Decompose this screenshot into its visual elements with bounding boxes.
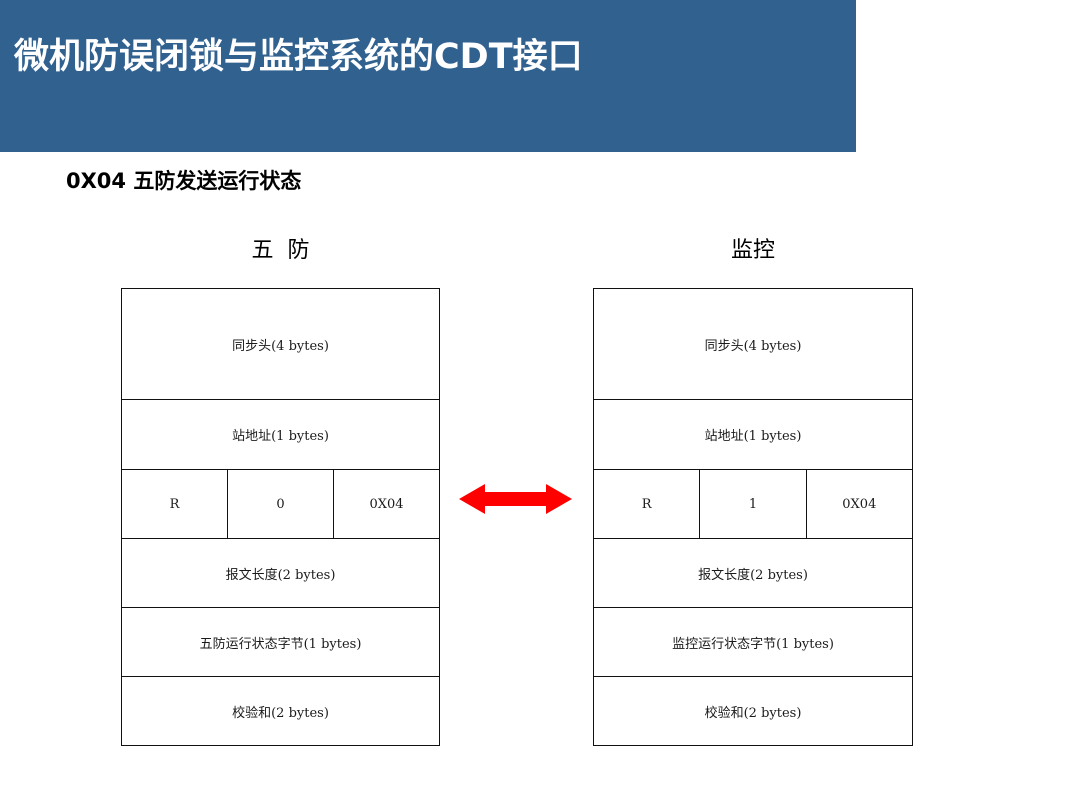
right-field-function-code: 0X04 — [805, 469, 914, 539]
table-row: 站地址(1 bytes) — [121, 399, 440, 470]
table-row: 报文长度(2 bytes) — [593, 538, 913, 608]
left-field-status-byte: 五防运行状态字节(1 bytes) — [121, 607, 440, 677]
table-row: 监控运行状态字节(1 bytes) — [593, 607, 913, 677]
right-packet-frame-table: 同步头(4 bytes) 站地址(1 bytes) R 1 0X04 报文长度(… — [592, 288, 914, 746]
left-field-checksum: 校验和(2 bytes) — [121, 676, 440, 746]
table-row: 校验和(2 bytes) — [121, 676, 440, 746]
right-field-checksum: 校验和(2 bytes) — [593, 676, 913, 746]
left-field-station-address: 站地址(1 bytes) — [121, 399, 440, 470]
table-row: 报文长度(2 bytes) — [121, 538, 440, 608]
left-field-r-flag: R — [121, 469, 228, 539]
right-column-caption: 监控 — [730, 238, 775, 263]
title-banner: 微机防误闭锁与监控系统的CDT接口 — [0, 0, 856, 152]
table-row: R 1 0X04 — [592, 469, 914, 539]
table-row: 五防运行状态字节(1 bytes) — [121, 607, 440, 677]
section-subtitle: 0X04 五防发送运行状态 — [66, 169, 302, 193]
right-field-direction-bit: 1 — [699, 469, 807, 539]
right-field-r-flag: R — [592, 469, 701, 539]
arrow-svg — [459, 484, 572, 514]
page-title: 微机防误闭锁与监控系统的CDT接口 — [14, 37, 583, 77]
left-packet-frame-table: 同步头(4 bytes) 站地址(1 bytes) R 0 0X04 报文长度(… — [121, 288, 440, 746]
left-field-function-code: 0X04 — [333, 469, 440, 539]
left-column-caption: 五 防 — [251, 238, 310, 263]
right-field-sync-header: 同步头(4 bytes) — [593, 288, 913, 400]
table-row: 站地址(1 bytes) — [593, 399, 913, 470]
table-row: R 0 0X04 — [121, 469, 440, 539]
right-field-status-byte: 监控运行状态字节(1 bytes) — [593, 607, 913, 677]
table-row: 同步头(4 bytes) — [593, 288, 913, 400]
right-field-station-address: 站地址(1 bytes) — [593, 399, 913, 470]
table-row: 同步头(4 bytes) — [121, 288, 440, 400]
left-field-direction-bit: 0 — [227, 469, 334, 539]
table-row: 校验和(2 bytes) — [593, 676, 913, 746]
left-field-message-length: 报文长度(2 bytes) — [121, 538, 440, 608]
bidirectional-arrow-icon — [459, 480, 572, 518]
arrow-shape — [459, 484, 572, 514]
left-field-sync-header: 同步头(4 bytes) — [121, 288, 440, 400]
right-field-message-length: 报文长度(2 bytes) — [593, 538, 913, 608]
